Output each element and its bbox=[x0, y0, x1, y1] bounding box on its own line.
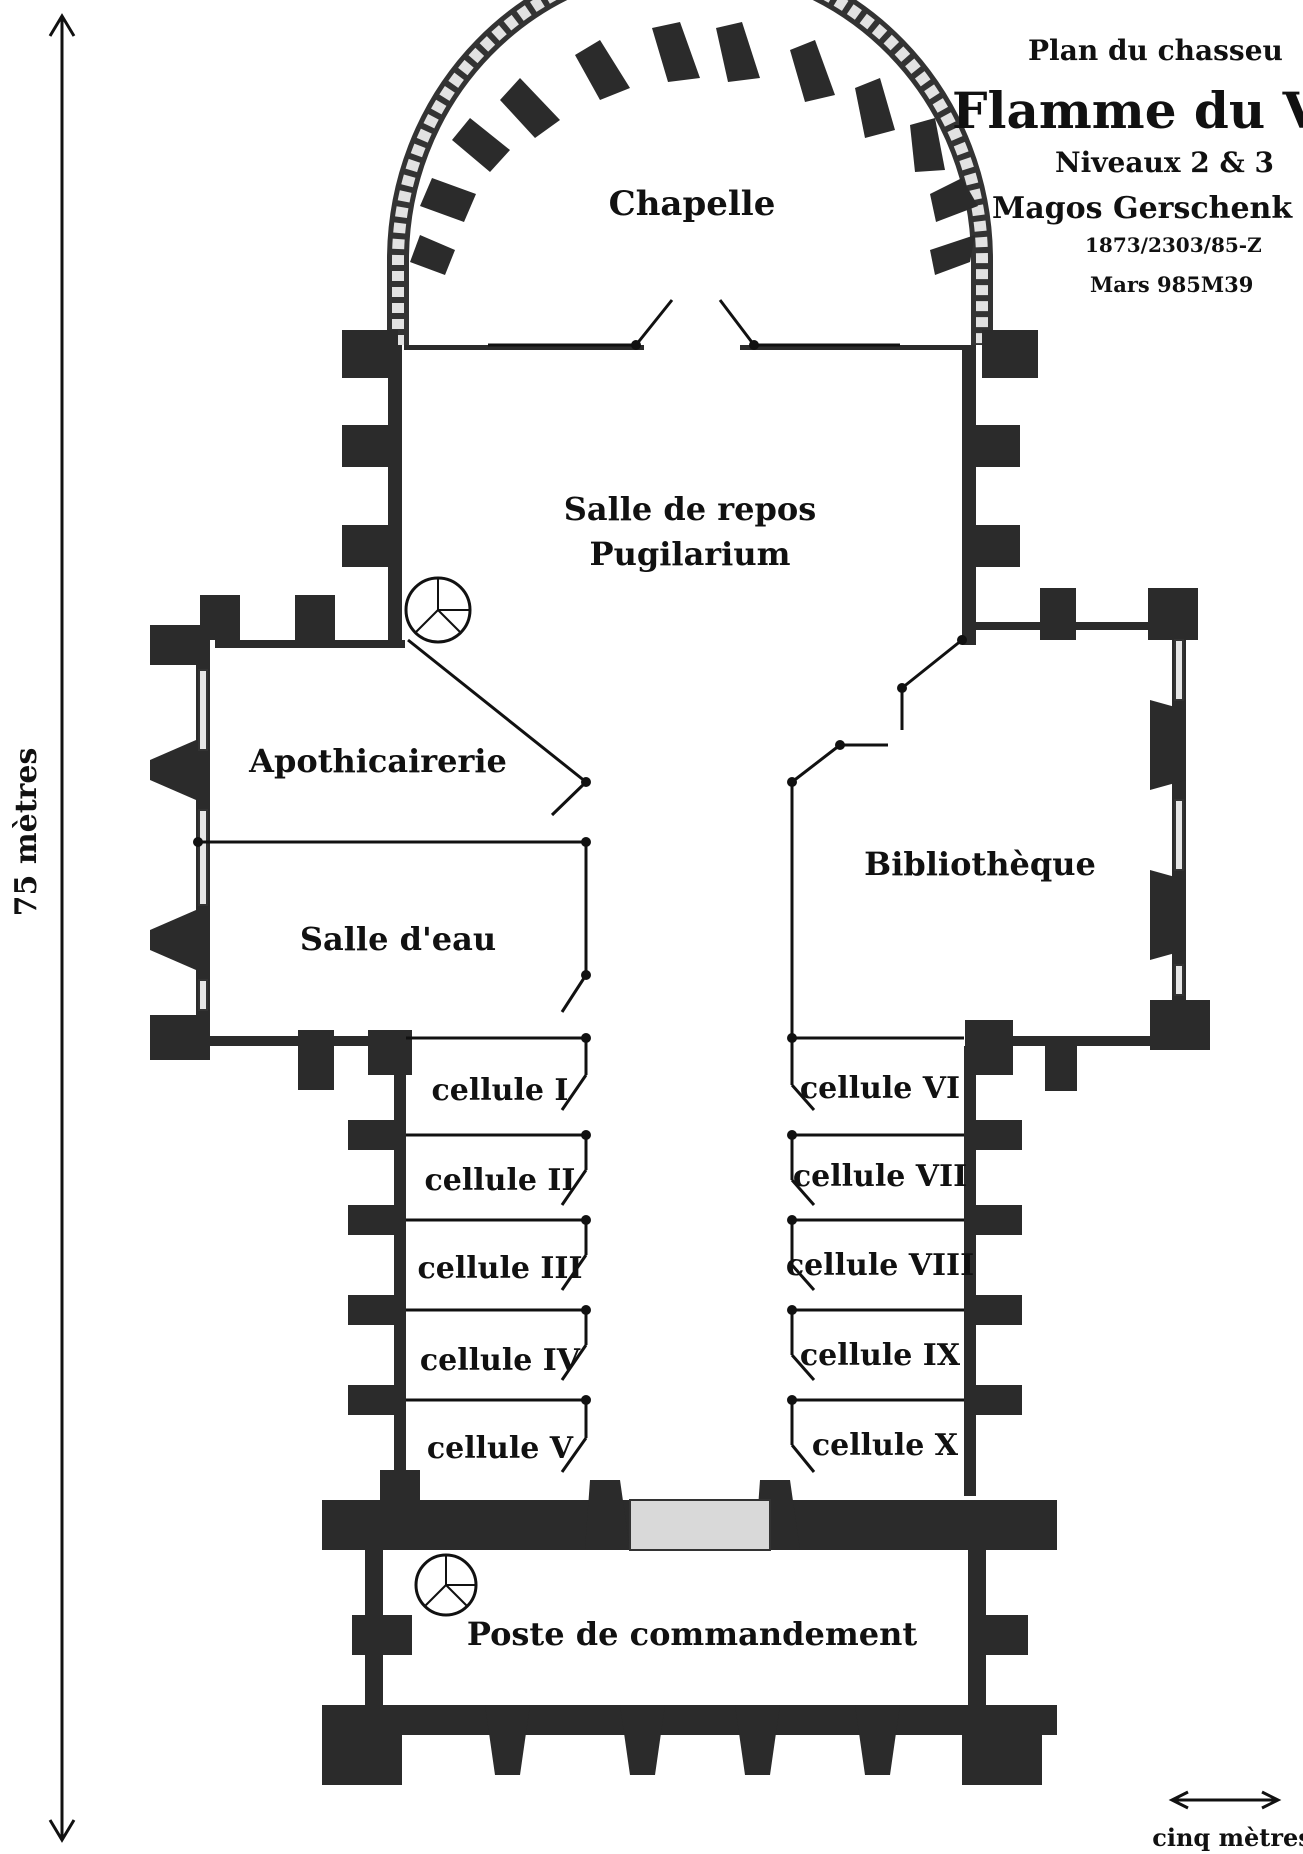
cell-label-right: cellule IX bbox=[800, 1338, 961, 1373]
cell-label-right: cellule VI bbox=[800, 1071, 960, 1106]
title-line-3: Niveaux 2 & 3 bbox=[1055, 146, 1274, 179]
vertical-scale-arrow bbox=[48, 13, 76, 1843]
room-salle-repos-2: Pugilarium bbox=[590, 535, 791, 573]
cell-block-walls bbox=[348, 1046, 1022, 1496]
cell-label-left: cellule V bbox=[427, 1431, 574, 1466]
cell-label-left: cellule I bbox=[432, 1073, 569, 1108]
room-apothicairerie: Apothicairerie bbox=[248, 742, 507, 780]
room-chapelle: Chapelle bbox=[609, 184, 776, 224]
horizontal-scale-arrow bbox=[1168, 1790, 1282, 1810]
right-cell-partitions bbox=[787, 1033, 964, 1473]
spiral-stair-lower bbox=[414, 1553, 478, 1617]
cell-label-left: cellule II bbox=[425, 1163, 576, 1198]
horizontal-scale-label: cinq mètres bbox=[1152, 1823, 1303, 1852]
vertical-scale-label: 75 mètres bbox=[9, 748, 44, 917]
cell-label-left: cellule IV bbox=[420, 1343, 581, 1378]
command-post-stairs bbox=[629, 1499, 771, 1551]
cell-label-right: cellule VII bbox=[793, 1159, 967, 1194]
title-line-4: Magos Gerschenk bbox=[992, 191, 1293, 226]
cell-label-left: cellule III bbox=[418, 1251, 583, 1286]
nave-walls bbox=[342, 345, 1020, 645]
cell-label-right: cellule VIII bbox=[786, 1248, 974, 1283]
room-bibliotheque: Bibliothèque bbox=[864, 845, 1096, 883]
title-line-6: Mars 985M39 bbox=[1090, 272, 1253, 297]
right-transept-walls bbox=[965, 588, 1210, 1091]
left-transept-windows bbox=[198, 669, 208, 1011]
right-transept-windows bbox=[1174, 639, 1184, 996]
chapel-apse bbox=[342, 0, 1038, 378]
interior-partitions bbox=[193, 299, 967, 1038]
title-line-5: 1873/2303/85-Z bbox=[1085, 233, 1262, 257]
cell-label-right: cellule X bbox=[812, 1428, 959, 1463]
title-line-1: Plan du chasseu bbox=[1028, 34, 1283, 67]
room-salle-repos-1: Salle de repos bbox=[564, 490, 816, 528]
left-cell-partitions bbox=[406, 1033, 591, 1473]
spiral-stair-upper bbox=[404, 576, 472, 644]
title-line-2: Flamme du V bbox=[952, 81, 1303, 140]
room-poste-commandement: Poste de commandement bbox=[467, 1615, 917, 1653]
room-salle-eau: Salle d'eau bbox=[300, 920, 496, 958]
